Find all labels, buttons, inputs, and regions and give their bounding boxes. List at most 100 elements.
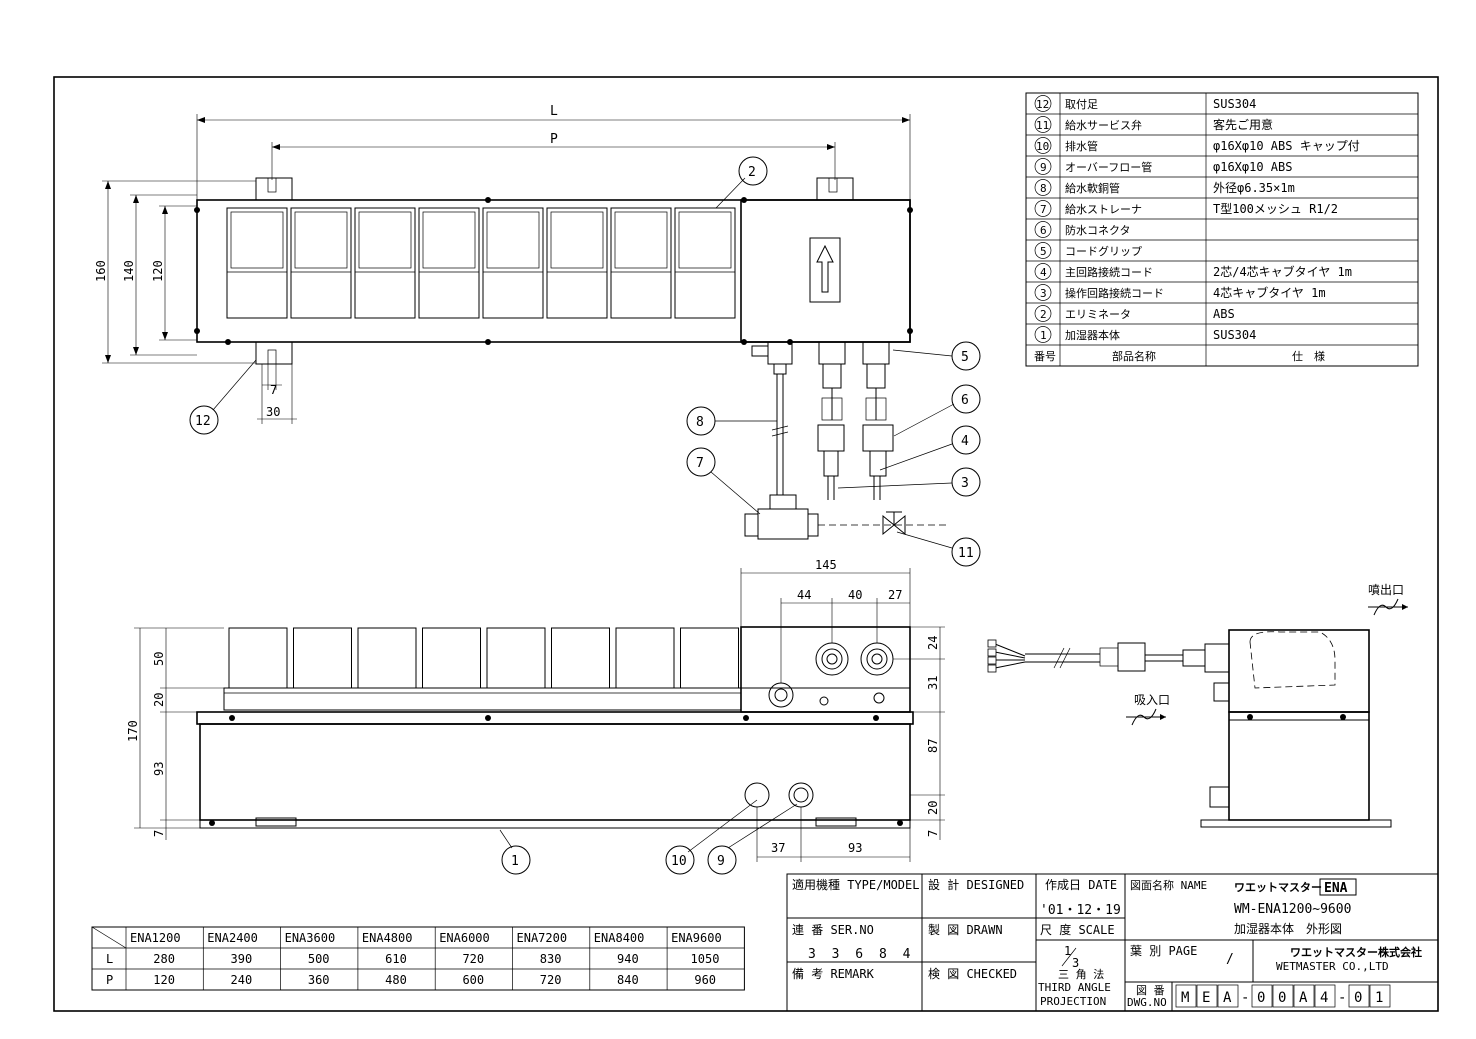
model-cell: 390 xyxy=(231,952,253,966)
model-cell: 830 xyxy=(540,952,562,966)
date-value: '01・12・19 xyxy=(1040,903,1121,918)
dim-44: 44 xyxy=(797,588,811,602)
date-label: 作成日 DATE xyxy=(1045,878,1117,892)
part-name: 主回路接続コード xyxy=(1065,265,1153,279)
part-number: 7 xyxy=(1040,203,1047,216)
model-cell: 720 xyxy=(540,973,562,987)
name-label: 図面名称 NAME xyxy=(1130,878,1207,892)
part-name: 排水管 xyxy=(1065,139,1098,153)
drawing-title: 加湿器本体 外形図 xyxy=(1234,921,1342,936)
part-number-circle xyxy=(1034,95,1052,112)
svg-text:4: 4 xyxy=(961,434,969,449)
dim-7-right: 7 xyxy=(926,830,940,837)
model-cell: 240 xyxy=(231,973,253,987)
model-cell: 500 xyxy=(308,952,330,966)
part-number-circle xyxy=(1034,137,1052,154)
part-number-circle xyxy=(1034,263,1052,280)
dim-20-left: 20 xyxy=(152,693,166,707)
dwg-char: A xyxy=(1223,990,1232,1006)
dim-P: P xyxy=(550,132,558,147)
part-number-circle xyxy=(1034,305,1052,322)
part-number-circle xyxy=(1034,242,1052,259)
designed-label: 設 計 DESIGNED xyxy=(928,877,1024,892)
dim-7-left: 7 xyxy=(152,830,166,837)
part-number-circle xyxy=(1034,326,1052,343)
model-cell: 1050 xyxy=(691,952,720,966)
callout-10 xyxy=(665,845,695,875)
svg-text:10: 10 xyxy=(671,854,687,869)
dim-50: 50 xyxy=(152,652,166,666)
header-no: 番号 xyxy=(1034,350,1056,363)
part-number: 8 xyxy=(1040,182,1047,195)
dim-160: 160 xyxy=(94,260,108,282)
model-cell: 280 xyxy=(153,952,175,966)
model-header: ENA1200 xyxy=(130,931,181,945)
dwg-char: A xyxy=(1299,990,1308,1006)
svg-text:2: 2 xyxy=(748,165,756,180)
svg-text:8: 8 xyxy=(696,415,704,430)
part-spec: 客先ご用意 xyxy=(1213,117,1273,132)
scale-label: 尺 度 SCALE xyxy=(1040,922,1115,937)
projection-en-2: PROJECTION xyxy=(1040,995,1106,1008)
callout-12 xyxy=(189,405,219,435)
dwg-char: 4 xyxy=(1320,990,1328,1006)
dim-31: 31 xyxy=(926,676,940,690)
dwg-char: 1 xyxy=(1375,990,1383,1006)
dim-37: 37 xyxy=(771,841,785,855)
model-row-label: P xyxy=(106,973,113,987)
part-number: 10 xyxy=(1036,140,1049,153)
inlet-label: 吸入口 xyxy=(1134,693,1170,707)
dwg-char: 0 xyxy=(1257,990,1265,1006)
dim-140: 140 xyxy=(122,260,136,282)
dim-87: 87 xyxy=(926,739,940,753)
sheet-border xyxy=(53,76,1439,1012)
part-name: 操作回路接続コード xyxy=(1065,286,1164,300)
model-header: ENA2400 xyxy=(207,931,258,945)
part-number: 5 xyxy=(1040,245,1047,258)
model-cell: 360 xyxy=(308,973,330,987)
dim-145: 145 xyxy=(815,558,837,572)
svg-text:9: 9 xyxy=(717,854,725,869)
part-number-circle xyxy=(1034,221,1052,238)
part-spec: 外径φ6.35×1m xyxy=(1213,181,1295,195)
callout-8 xyxy=(686,406,716,436)
dim-20-right: 20 xyxy=(926,801,940,815)
model-header: ENA7200 xyxy=(517,931,568,945)
part-spec: SUS304 xyxy=(1213,328,1256,342)
dwg-char: 0 xyxy=(1354,990,1362,1006)
dim-93-left: 93 xyxy=(152,762,166,776)
part-spec: φ16Xφ10 ABS xyxy=(1213,160,1292,174)
dwg-char: - xyxy=(1338,990,1346,1006)
checked-label: 検 図 CHECKED xyxy=(928,967,1017,981)
dwg-char: M xyxy=(1181,990,1189,1006)
part-name: 取付足 xyxy=(1065,98,1098,111)
remark-label: 備 考 REMARK xyxy=(792,966,875,981)
front-view: 170 50 20 93 7 145 44 40 27 24 31 87 20 xyxy=(126,558,945,862)
dim-L: L xyxy=(550,104,558,119)
company-en: WETMASTER CO.,LTD xyxy=(1276,960,1389,973)
model-header: ENA3600 xyxy=(285,931,336,945)
dim-93-bottom: 93 xyxy=(848,841,862,855)
top-view: L P 160 140 120 xyxy=(94,104,950,540)
model-header: ENA4800 xyxy=(362,931,413,945)
part-number-circle xyxy=(1034,179,1052,196)
svg-text:12: 12 xyxy=(195,414,211,429)
model-cell: 940 xyxy=(617,952,639,966)
part-number: 12 xyxy=(1036,98,1049,111)
ser-value: 3 3 6 8 4 xyxy=(808,947,914,962)
scale-numerator: 1 xyxy=(1064,944,1071,958)
part-spec: T型100メッシュ R1/2 xyxy=(1213,202,1338,216)
brand-badge: ENA xyxy=(1324,881,1348,896)
dim-40: 40 xyxy=(848,588,862,602)
part-number-circle xyxy=(1034,116,1052,133)
callout-1 xyxy=(501,845,531,875)
side-view: 噴出口 吸入口 xyxy=(987,583,1408,828)
part-spec: 4芯キャブタイヤ 1m xyxy=(1213,285,1326,300)
part-spec: SUS304 xyxy=(1213,97,1256,111)
scale-denominator: 3 xyxy=(1072,956,1079,970)
part-name: 給水サービス弁 xyxy=(1065,118,1142,132)
